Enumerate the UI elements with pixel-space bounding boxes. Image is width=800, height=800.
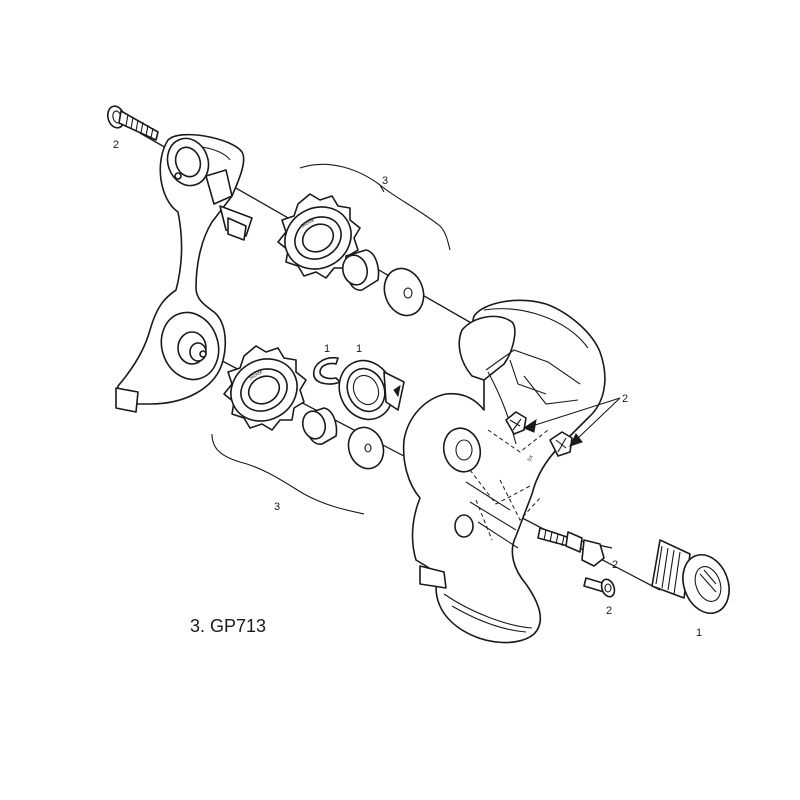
cage-plate [115, 133, 253, 413]
callout-screw-top-left: 2 [113, 139, 119, 151]
upper-pulley: SRAM [277, 193, 361, 279]
callout-body-screws: 2 [622, 393, 628, 405]
pivot-bolt [651, 539, 730, 614]
cage-screw [106, 105, 159, 141]
callout-clip: 1 [324, 343, 330, 355]
lower-pulley: SRAM [223, 345, 307, 431]
body-mark: SX [527, 454, 536, 463]
retaining-clip [313, 356, 341, 385]
limit-screw [537, 527, 605, 567]
upper-group-brace [299, 163, 451, 251]
upper-bushing [341, 249, 380, 291]
small-screw [583, 577, 616, 598]
callout-pivot-bolt: 1 [696, 627, 702, 639]
callout-pulley-group-upper: 3 [382, 175, 388, 187]
lower-group-brace [211, 433, 365, 515]
callout-small-screw: 2 [606, 605, 612, 617]
callout-pulley-group-lower: 3 [274, 501, 280, 513]
callout-bushing: 1 [356, 343, 362, 355]
callout-leaders [522, 397, 621, 447]
derailleur-body: SX [402, 299, 606, 644]
callout-adjuster-screw: 2 [612, 559, 618, 571]
lower-washer [347, 426, 385, 470]
diagram-title: 3. GP713 [190, 616, 266, 636]
cage-bushing [338, 359, 405, 421]
upper-washer [383, 267, 425, 317]
lower-bushing [301, 407, 338, 445]
